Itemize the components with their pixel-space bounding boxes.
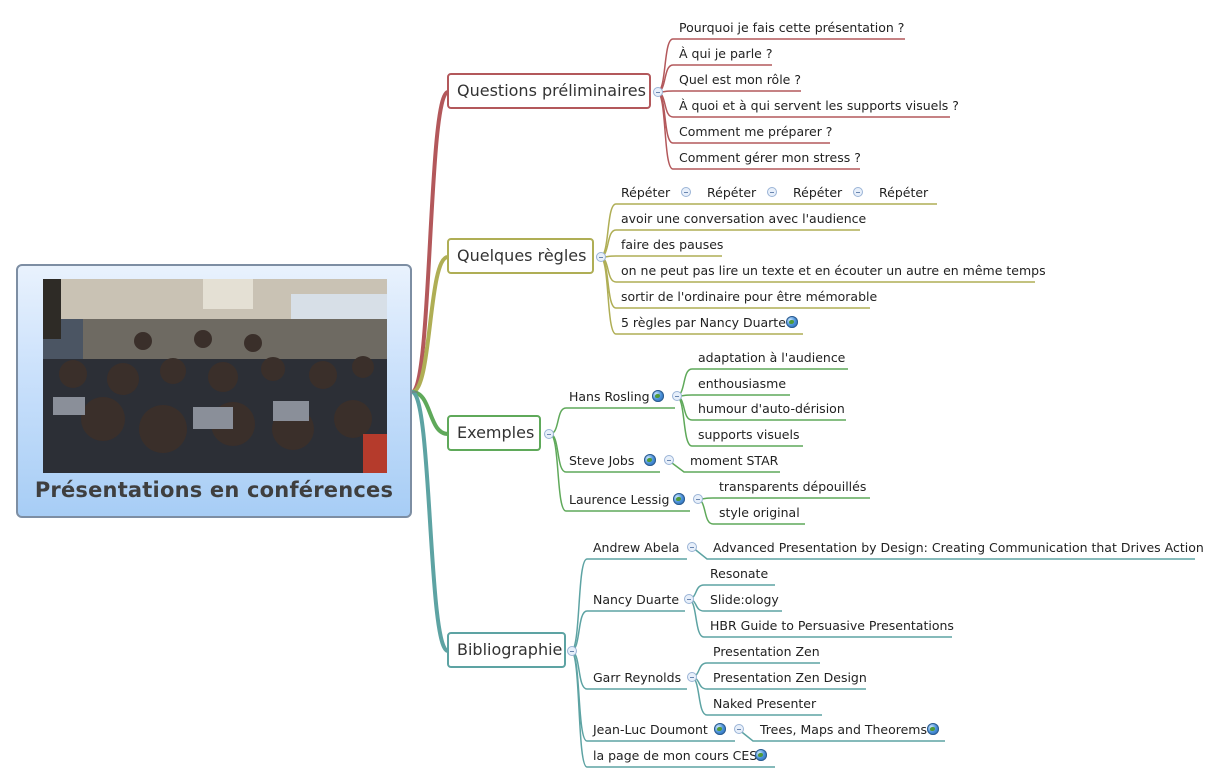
subtopic-transparents[interactable]: transparents dépouillés	[719, 479, 867, 494]
subtopic-naked-presenter[interactable]: Naked Presenter	[713, 696, 817, 711]
subtopic-style-original[interactable]: style original	[719, 505, 800, 520]
subtopic-andrew-abela[interactable]: Andrew Abela	[593, 540, 680, 555]
subtopic-nancy-duarte[interactable]: Nancy Duarte	[593, 592, 680, 607]
collapse-icon[interactable]	[681, 187, 691, 197]
subtopic-repeter[interactable]: Répéter	[621, 185, 671, 200]
subtopic-stress[interactable]: Comment gérer mon stress ?	[679, 150, 861, 165]
subtopic-laurence-lessig[interactable]: Laurence Lessig	[569, 492, 670, 507]
subtopic-resonate[interactable]: Resonate	[710, 566, 769, 581]
subtopic-enthousiasme[interactable]: enthousiasme	[698, 376, 787, 391]
collapse-icon[interactable]	[567, 646, 577, 656]
subtopic-5-regles[interactable]: 5 règles par Nancy Duarte	[621, 315, 786, 330]
subtopic-steve-jobs[interactable]: Steve Jobs	[569, 453, 635, 468]
subtopic-slideology[interactable]: Slide:ology	[710, 592, 779, 607]
globe-link-icon[interactable]	[644, 454, 656, 466]
collapse-icon[interactable]	[853, 187, 863, 197]
subtopic-presentation-zen-design[interactable]: Presentation Zen Design	[713, 670, 867, 685]
subtopic-moment-star[interactable]: moment STAR	[690, 453, 779, 468]
collapse-icon[interactable]	[767, 187, 777, 197]
collapse-icon[interactable]	[544, 429, 554, 439]
collapse-icon[interactable]	[596, 252, 606, 262]
subtopic-cours-ces[interactable]: la page de mon cours CES	[593, 748, 758, 763]
subtopic-advanced-presentation[interactable]: Advanced Presentation by Design: Creatin…	[713, 540, 1204, 555]
globe-link-icon[interactable]	[755, 749, 767, 761]
subtopic-conversation[interactable]: avoir une conversation avec l'audience	[621, 211, 867, 226]
globe-link-icon[interactable]	[652, 390, 664, 402]
subtopic-repeter[interactable]: Répéter	[879, 185, 929, 200]
central-title: Présentations en conférences	[34, 478, 394, 502]
topic-bibliographie[interactable]: Bibliographie	[447, 632, 566, 668]
subtopic-pourquoi[interactable]: Pourquoi je fais cette présentation ?	[679, 20, 905, 35]
audience-photo	[43, 279, 387, 473]
subtopic-hans-rosling[interactable]: Hans Rosling	[569, 389, 650, 404]
globe-link-icon[interactable]	[714, 723, 726, 735]
subtopic-adaptation[interactable]: adaptation à l'audience	[698, 350, 846, 365]
subtopic-supports-visuels-ex[interactable]: supports visuels	[698, 427, 800, 442]
subtopic-hbr-guide[interactable]: HBR Guide to Persuasive Presentations	[710, 618, 954, 633]
collapse-icon[interactable]	[684, 594, 694, 604]
subtopic-jean-luc-doumont[interactable]: Jean-Luc Doumont	[593, 722, 708, 737]
topic-exemples[interactable]: Exemples	[447, 415, 541, 451]
central-topic[interactable]: Présentations en conférences	[16, 264, 412, 518]
subtopic-repeter[interactable]: Répéter	[793, 185, 843, 200]
collapse-icon[interactable]	[664, 455, 674, 465]
subtopic-trees-maps[interactable]: Trees, Maps and Theorems	[760, 722, 927, 737]
subtopic-role[interactable]: Quel est mon rôle ?	[679, 72, 801, 87]
subtopic-garr-reynolds[interactable]: Garr Reynolds	[593, 670, 682, 685]
subtopic-pauses[interactable]: faire des pauses	[621, 237, 724, 252]
subtopic-supports-visuels[interactable]: À quoi et à qui servent les supports vis…	[679, 98, 959, 113]
subtopic-humour[interactable]: humour d'auto-dérision	[698, 401, 845, 416]
subtopic-a-qui[interactable]: À qui je parle ?	[679, 46, 773, 61]
subtopic-presentation-zen[interactable]: Presentation Zen	[713, 644, 820, 659]
collapse-icon[interactable]	[693, 494, 703, 504]
collapse-icon[interactable]	[653, 87, 663, 97]
collapse-icon[interactable]	[734, 724, 744, 734]
topic-questions-preliminaires[interactable]: Questions préliminaires	[447, 73, 651, 109]
collapse-icon[interactable]	[687, 672, 697, 682]
globe-link-icon[interactable]	[786, 316, 798, 328]
globe-link-icon[interactable]	[673, 493, 685, 505]
subtopic-lire-ecouter[interactable]: on ne peut pas lire un texte et en écout…	[621, 263, 1046, 278]
subtopic-preparer[interactable]: Comment me préparer ?	[679, 124, 833, 139]
collapse-icon[interactable]	[687, 542, 697, 552]
subtopic-memorable[interactable]: sortir de l'ordinaire pour être mémorabl…	[621, 289, 878, 304]
subtopic-repeter[interactable]: Répéter	[707, 185, 757, 200]
collapse-icon[interactable]	[672, 391, 682, 401]
globe-link-icon[interactable]	[927, 723, 939, 735]
topic-quelques-regles[interactable]: Quelques règles	[447, 238, 594, 274]
